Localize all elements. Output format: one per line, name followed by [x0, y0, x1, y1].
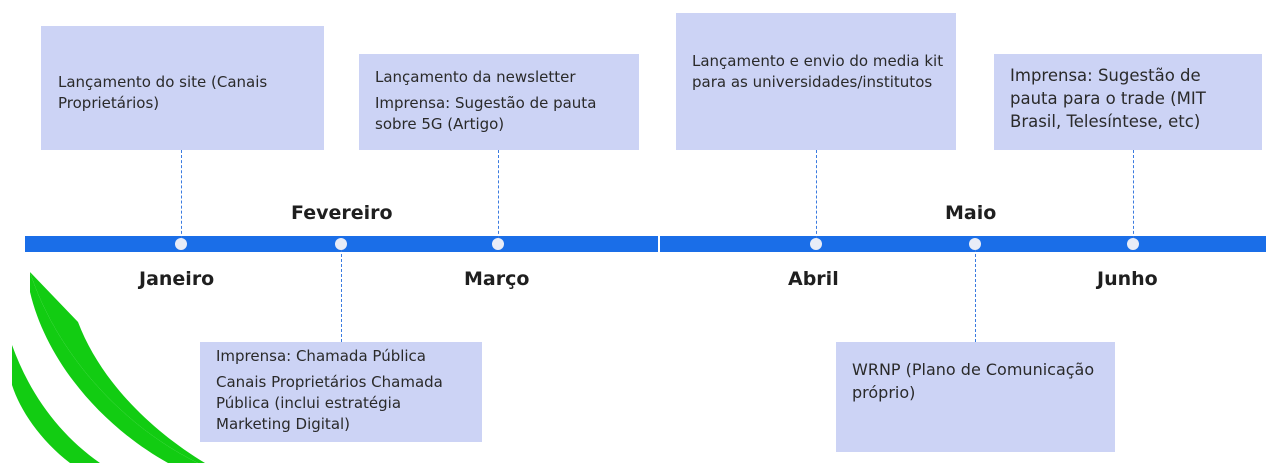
card-fevereiro: Imprensa: Chamada Pública Canais Proprie… [200, 342, 482, 442]
connector-abril [816, 150, 817, 244]
card-janeiro: Lançamento do site (Canais Proprietários… [41, 26, 324, 150]
card-marco-text-2: Imprensa: Sugestão de pauta sobre 5G (Ar… [375, 94, 597, 133]
timeline-dot-abril [810, 238, 822, 250]
timeline-dot-marco [492, 238, 504, 250]
card-fevereiro-text-2: Canais Proprietários Chamada Pública (in… [216, 373, 443, 433]
card-abril: Lançamento e envio do media kit para as … [676, 13, 956, 150]
card-janeiro-text-1: Lançamento do site (Canais Proprietários… [58, 73, 268, 112]
timeline-dot-junho [1127, 238, 1139, 250]
month-label-janeiro: Janeiro [139, 268, 215, 290]
connector-marco [498, 150, 499, 244]
month-label-junho: Junho [1097, 268, 1158, 290]
month-label-maio: Maio [945, 202, 997, 224]
card-marco: Lançamento da newsletter Imprensa: Suges… [359, 54, 639, 150]
connector-maio [975, 244, 976, 342]
green-stripe-2 [12, 345, 100, 463]
card-junho-text-1: Imprensa: Sugestão de pauta para o trade… [1010, 66, 1206, 131]
timeline-dot-janeiro [175, 238, 187, 250]
card-maio-text-1: WRNP (Plano de Comunicação próprio) [852, 360, 1095, 402]
month-label-fevereiro: Fevereiro [291, 202, 393, 224]
card-junho: Imprensa: Sugestão de pauta para o trade… [994, 54, 1262, 150]
month-label-abril: Abril [788, 268, 839, 290]
card-maio: WRNP (Plano de Comunicação próprio) [836, 342, 1115, 452]
connector-junho [1133, 150, 1134, 244]
timeline-dot-fevereiro [335, 238, 347, 250]
timeline-bar-right [660, 236, 1266, 252]
connector-janeiro [181, 150, 182, 244]
green-stripes-decoration [12, 272, 205, 463]
timeline-dot-maio [969, 238, 981, 250]
month-label-marco: Março [464, 268, 530, 290]
card-marco-text-1: Lançamento da newsletter [375, 68, 576, 86]
card-fevereiro-text-1: Imprensa: Chamada Pública [216, 347, 426, 365]
card-abril-text-1: Lançamento e envio do media kit para as … [692, 52, 944, 91]
connector-fevereiro [341, 244, 342, 342]
